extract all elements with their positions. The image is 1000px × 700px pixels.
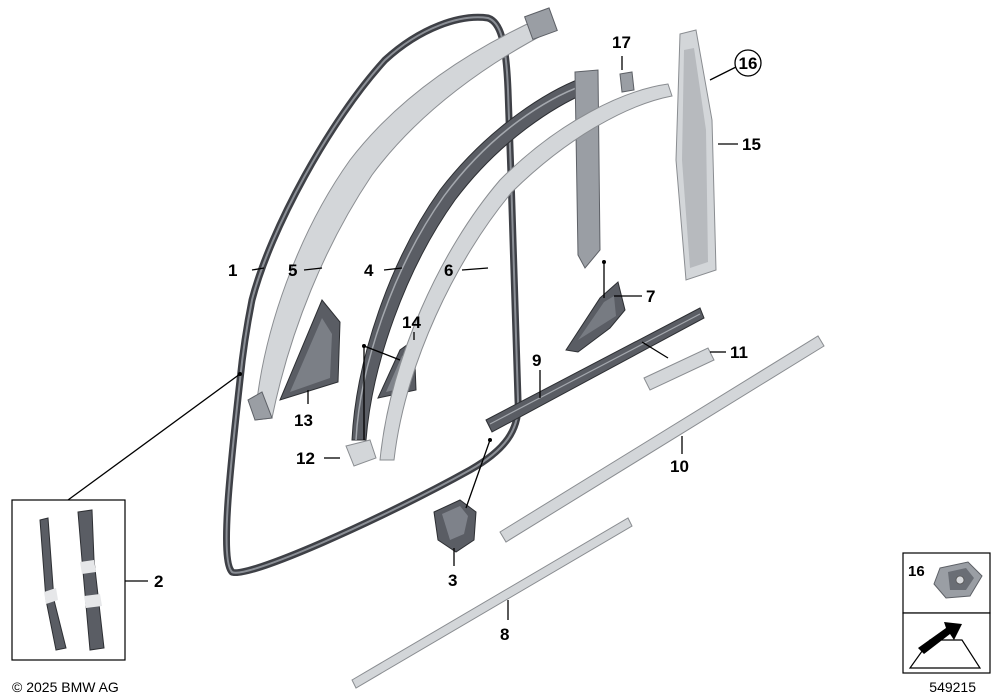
part-6-outer-strip xyxy=(379,83,673,461)
callout-10: 10 xyxy=(670,457,689,476)
part-8-bottom-strip xyxy=(351,517,633,689)
part-5-frame-trim xyxy=(247,7,558,421)
callout-2: 2 xyxy=(154,572,163,591)
part-13-triangle-cover xyxy=(279,299,341,401)
callout-6: 6 xyxy=(444,261,453,280)
part-3-clip xyxy=(433,499,477,553)
callout-7: 7 xyxy=(646,287,655,306)
part-15-pillar-trim xyxy=(675,29,717,281)
part-12-clip xyxy=(345,439,377,467)
callout-12: 12 xyxy=(296,449,315,468)
part-10-lower-strip xyxy=(499,335,825,543)
inset-arrow-symbol xyxy=(902,612,991,674)
callout-15: 15 xyxy=(742,135,761,154)
callout-9: 9 xyxy=(532,351,541,370)
callout-1: 1 xyxy=(228,261,237,280)
callout-14: 14 xyxy=(402,313,421,332)
part-17-clip xyxy=(619,71,635,93)
callout-5: 5 xyxy=(288,261,297,280)
part-9-sill-strip xyxy=(485,307,705,433)
copyright-text: © 2025 BMW AG xyxy=(12,679,119,695)
callout-8: 8 xyxy=(500,625,509,644)
callout-11: 11 xyxy=(730,343,748,362)
callout-16-circle xyxy=(734,49,762,77)
callout-4: 4 xyxy=(364,261,374,280)
inset-part-2 xyxy=(11,499,126,661)
callout-16: 16 xyxy=(739,54,758,73)
callout-13: 13 xyxy=(294,411,313,430)
callout-3: 3 xyxy=(448,571,457,590)
inset-16-label: 16 xyxy=(908,563,925,580)
callout-17: 17 xyxy=(612,33,631,52)
diagram-number: 549215 xyxy=(929,679,976,695)
leader-lines xyxy=(67,56,739,620)
inset-part-16: 16 xyxy=(902,552,991,614)
part-11-seal-piece xyxy=(643,347,715,391)
callout-numbers: 1 2 3 4 5 6 7 8 9 10 11 12 13 14 15 16 1… xyxy=(154,33,762,644)
part-1-door-seal xyxy=(223,13,522,577)
part-7-bracket xyxy=(565,281,626,353)
